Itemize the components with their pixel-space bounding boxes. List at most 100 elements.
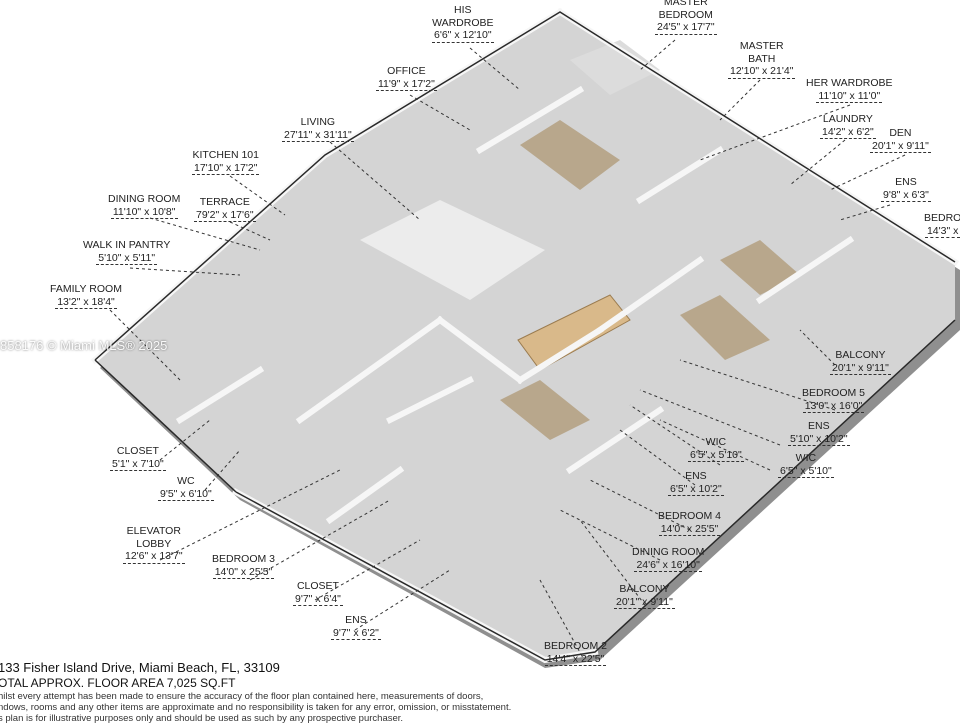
room-dimension: 13'0" x 16'0" [802, 399, 865, 413]
room-name: ENS [685, 470, 707, 482]
room-dimension: 12'10" x 21'4" [728, 65, 796, 79]
building-floor [95, 12, 955, 660]
room-name: ELEVATOR LOBBY [126, 525, 181, 550]
room-dimension: 13'2" x 18'4" [55, 295, 117, 309]
room-name: FAMILY ROOM [50, 283, 122, 295]
property-address: 133 Fisher Island Drive, Miami Beach, FL… [0, 660, 280, 675]
living-rug [360, 200, 545, 300]
room-dimension: 17'10" x 17'2" [192, 161, 260, 175]
room-dimension: 24'5" x 17'7" [655, 21, 717, 35]
room-dimension: 79'2" x 17'6" [194, 208, 256, 222]
room-name: HER WARDROBE [806, 77, 893, 89]
room-dimension: 20'1" x 9'11" [614, 595, 675, 609]
room-name: BEDROOM 5 [802, 387, 866, 399]
room-name: HIS WARDROBE [432, 4, 494, 29]
room-name: BALCONY [619, 583, 670, 595]
room-name: BEDROOM 3 [212, 553, 276, 565]
room-dimension: 14'0" x 25'5" [658, 522, 721, 536]
den-wood-floor [720, 240, 800, 295]
disclaimer-line: s plan is for illustrative purposes only… [0, 713, 404, 724]
bedroom4-wood-floor [500, 380, 590, 440]
mls-watermark: 858176 © Miami MLS® 2025 [0, 338, 168, 353]
room-name: DINING ROOM [632, 546, 705, 558]
room-name: BALCONY [835, 349, 886, 361]
room-name: CLOSET [296, 580, 339, 592]
floor-area-total: OTAL APPROX. FLOOR AREA 7,025 SQ.FT [0, 676, 236, 690]
room-name: WIC [795, 452, 817, 464]
room-name: WIC [705, 436, 727, 448]
room-dimension: 12'6" x 13'7" [123, 550, 185, 564]
room-dimension: 11'10" x 10'8" [110, 205, 178, 219]
room-dimension: 14'3" x [924, 224, 960, 238]
room-dimension: 9'5" x 6'10" [158, 487, 214, 501]
room-dimension: 11'10" x 11'0" [816, 89, 883, 103]
room-dimension: 24'6" x 16'10" [634, 558, 702, 572]
room-name: BEDRO [924, 212, 960, 224]
room-dimension: 5'10" x 10'2" [788, 432, 850, 446]
disclaimer-line: ndows, rooms and any other items are app… [0, 702, 512, 713]
master-bedroom-floor [570, 40, 660, 95]
room-name: TERRACE [199, 196, 250, 208]
room-dimension: 5'10" x 5'11" [96, 251, 158, 265]
room-name: BEDROOM 2 [544, 640, 608, 652]
room-name: MASTER BEDROOM [658, 0, 713, 21]
room-name: CLOSET [116, 445, 159, 457]
room-dimension: 14'2" x 6'2" [820, 125, 876, 139]
room-name: KITCHEN 101 [192, 149, 259, 161]
room-dimension: 6'5" x 5'10" [778, 464, 834, 478]
office-wood-floor [520, 120, 620, 190]
room-name: DEN [889, 127, 912, 139]
room-name: ENS [895, 176, 917, 188]
room-name: LAUNDRY [822, 113, 873, 125]
room-name: MASTER BATH [739, 40, 784, 65]
room-dimension: 6'6" x 12'10" [432, 29, 494, 43]
room-dimension: 5'1" x 7'10" [110, 457, 166, 471]
room-name: WALK IN PANTRY [83, 239, 171, 251]
room-dimension: 6'5" x 10'2" [668, 482, 724, 496]
room-name: OFFICE [387, 65, 426, 77]
room-dimension: 20'1" x 9'11" [830, 361, 891, 375]
bedroom5-wood-floor [680, 295, 770, 360]
disclaimer-line: hilst every attempt has been made to ens… [0, 691, 484, 702]
room-dimension: 14'4" x 22'5" [544, 652, 607, 666]
room-dimension: 9'7" x 6'2" [331, 626, 381, 640]
room-dimension: 14'0" x 25'5" [212, 565, 275, 579]
room-dimension: 27'11" x 31'11" [282, 128, 354, 142]
room-name: WC [177, 475, 195, 487]
dining-table [517, 294, 631, 371]
room-name: LIVING [300, 116, 336, 128]
room-name: ENS [345, 614, 367, 626]
room-dimension: 6'5" x 5'10" [688, 448, 744, 462]
room-dimension: 20'1" x 9'11" [870, 139, 931, 153]
room-name: DINING ROOM [108, 193, 181, 205]
room-name: ENS [808, 420, 830, 432]
room-dimension: 9'8" x 6'3" [881, 188, 931, 202]
